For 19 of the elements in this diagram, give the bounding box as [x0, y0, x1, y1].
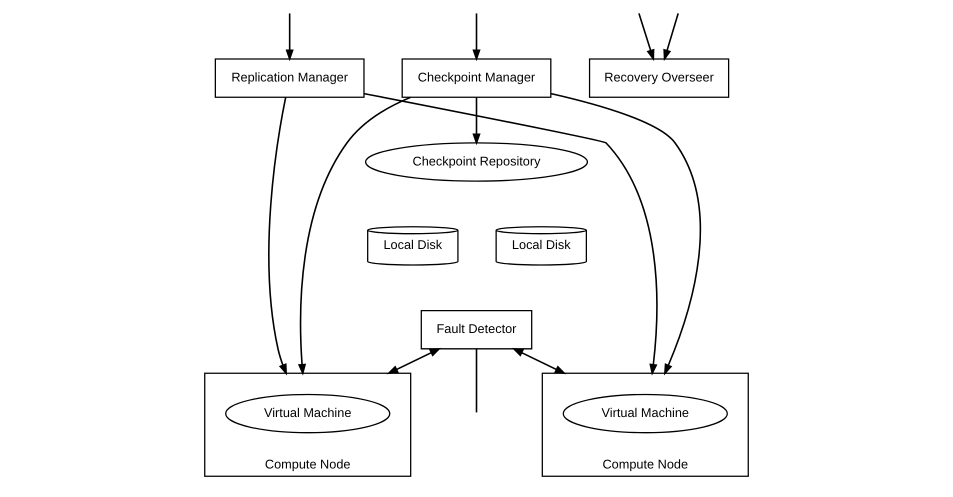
arrow: [298, 96, 411, 376]
node-ellipse: Virtual Machine: [225, 394, 390, 434]
arrow: [550, 92, 702, 376]
arrow: [386, 348, 442, 374]
arrow: [512, 348, 566, 374]
arrow: [364, 92, 658, 376]
arrow: [286, 13, 294, 62]
node-box: Replication Manager: [214, 58, 365, 98]
arrow: [472, 97, 481, 146]
arrow: [472, 13, 481, 62]
node-ellipse: Checkpoint Repository: [364, 142, 588, 182]
node-box: Fault Detector: [420, 310, 532, 350]
node-box: Recovery Overseer: [588, 58, 730, 98]
arrow: [663, 13, 679, 62]
node-box: Checkpoint Manager: [402, 58, 552, 98]
node-ellipse: Virtual Machine: [562, 394, 728, 434]
arrow: [268, 97, 288, 376]
arrow: [638, 13, 654, 62]
connector: [476, 348, 478, 412]
